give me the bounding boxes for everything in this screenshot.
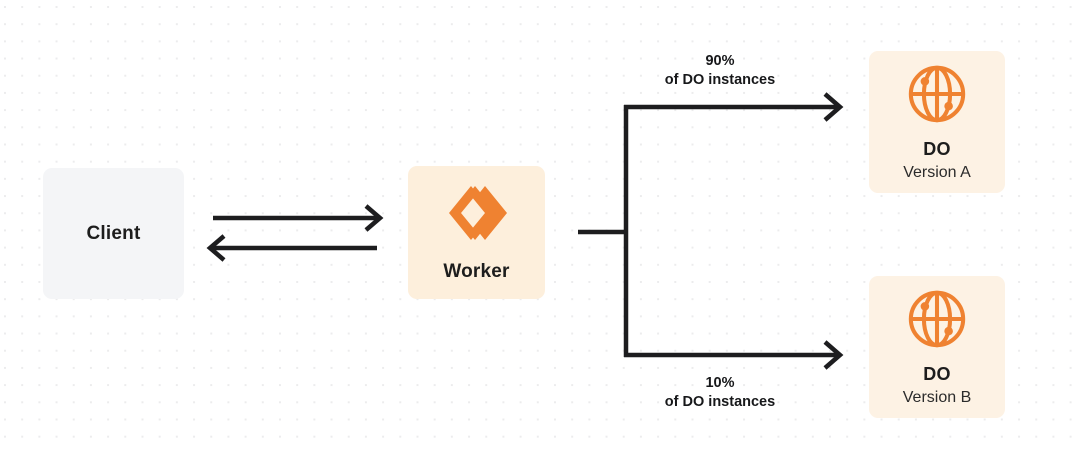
edge-client-to-worker <box>213 204 384 232</box>
node-do-version-a[interactable]: DO Version A <box>869 51 1005 193</box>
node-client[interactable]: Client <box>43 168 184 299</box>
edge-worker-to-do-b <box>624 340 844 370</box>
node-do-b-title: DO <box>923 363 951 384</box>
edge-label-do-b-detail: of DO instances <box>664 394 776 410</box>
node-do-a-title: DO <box>923 138 951 159</box>
edge-label-do-a-detail: of DO instances <box>664 72 776 88</box>
node-worker[interactable]: Worker <box>408 166 545 299</box>
edge-label-do-b-percent: 10% <box>705 375 735 391</box>
node-worker-label: Worker <box>443 260 510 282</box>
globe-icon <box>906 63 968 125</box>
edge-worker-fanout-spine <box>578 105 629 357</box>
edge-worker-to-do-a <box>624 92 844 122</box>
globe-icon <box>906 288 968 350</box>
node-do-b-subtitle: Version B <box>902 388 972 406</box>
node-do-a-subtitle: Version A <box>903 163 971 181</box>
edge-label-do-a-percent: 90% <box>705 53 735 69</box>
cloudflare-workers-icon <box>445 183 509 243</box>
node-do-version-b[interactable]: DO Version B <box>869 276 1005 418</box>
edge-label-do-a: 90% of DO instances <box>615 52 825 90</box>
edge-label-do-b: 10% of DO instances <box>615 374 825 412</box>
edge-worker-to-client <box>206 234 377 262</box>
node-client-label: Client <box>86 222 141 244</box>
